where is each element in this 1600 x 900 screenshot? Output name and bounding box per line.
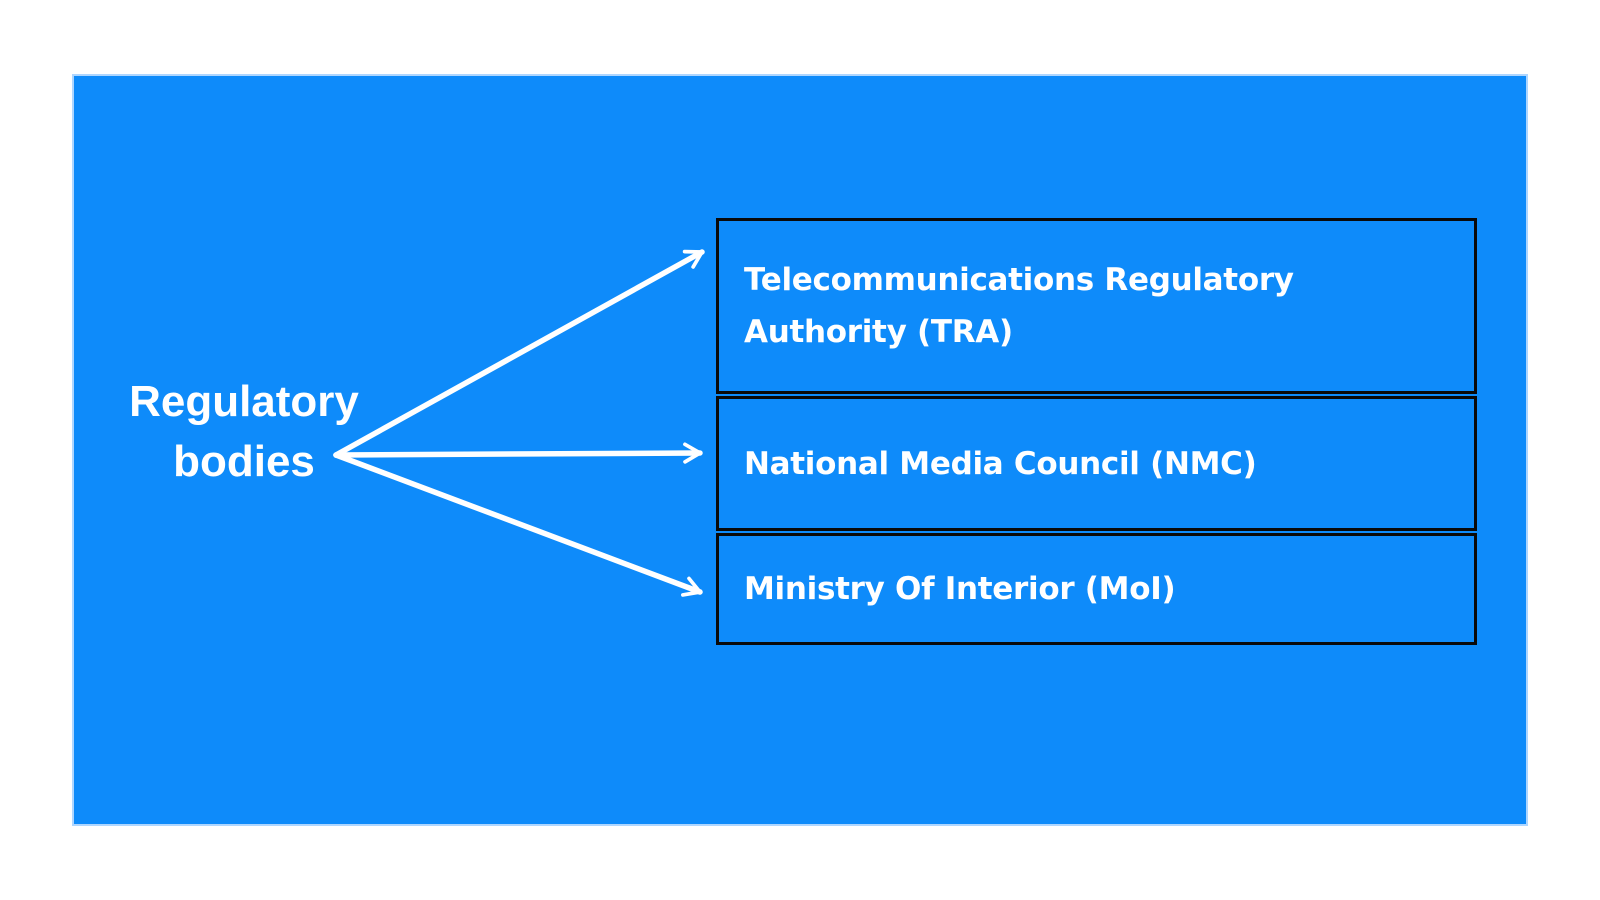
root-node-label: Regulatory bodies [88,372,400,492]
node-box-moi: Ministry Of Interior (MoI) [716,533,1477,645]
node-label-moi: Ministry Of Interior (MoI) [744,571,1176,607]
node-box-nmc: National Media Council (NMC) [716,396,1477,531]
root-node-label-line2: bodies [173,437,315,486]
node-label-nmc: National Media Council (NMC) [744,445,1257,482]
diagram-panel [72,74,1528,826]
node-label-tra: Telecommunications Regulatory Authority … [744,262,1294,350]
root-node-label-line1: Regulatory [129,377,359,426]
node-box-tra: Telecommunications Regulatory Authority … [716,218,1477,394]
